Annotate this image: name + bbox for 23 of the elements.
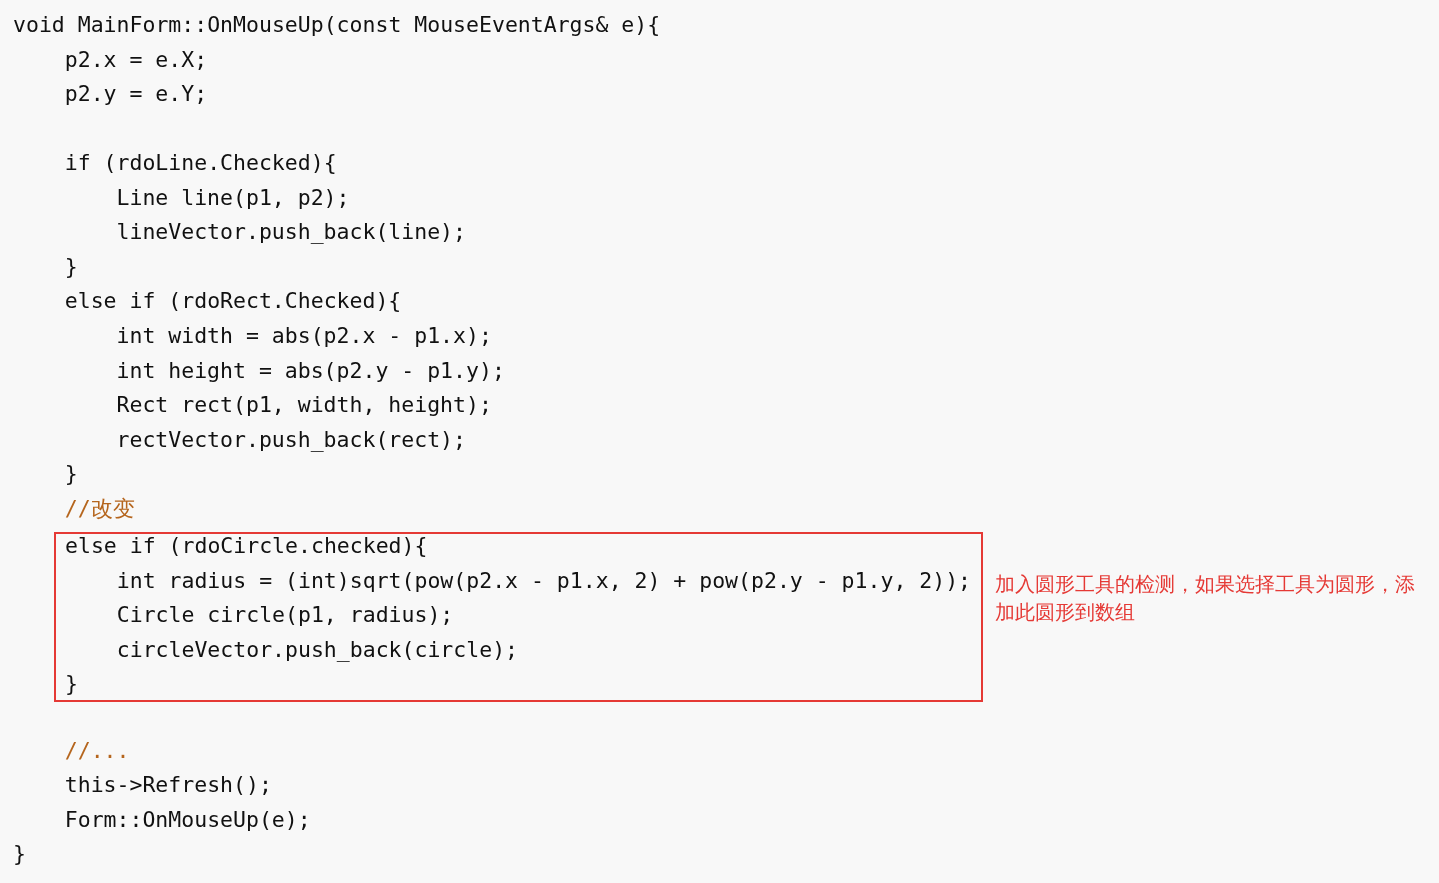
code-line: } <box>64 254 78 279</box>
code-line: p2.y = e.Y; <box>64 82 208 107</box>
code-line: void MainForm::OnMouseUp(const MouseEventArgs& e){ <box>13 13 661 37</box>
code-line: int height = abs(p2.y - p1.y); <box>116 358 505 383</box>
code-line: p2.x = e.X; <box>64 47 208 72</box>
code-line: circleVector.push_back(circle); <box>116 637 519 662</box>
code-line: else if (rdoCircle.checked){ <box>65 534 428 558</box>
code-comment: //... <box>64 738 130 763</box>
code-line: Rect rect(p1, width, height); <box>116 393 492 418</box>
code-line: } <box>65 672 78 697</box>
code-line: Line line(p1, p2); <box>116 185 350 210</box>
code-line: Form::OnMouseUp(e); <box>64 807 311 832</box>
annotation-note: 加入圆形工具的检测，如果选择工具为圆形，添加此圆形到数组 <box>995 571 1416 626</box>
code-line: } <box>13 842 26 867</box>
code-line: this->Refresh(); <box>64 773 272 798</box>
code-line: int radius = (int)sqrt(pow(p2.x - p1.x, 2) + pow(p2.y - p1.y, 2)); <box>116 568 972 593</box>
code-line: rectVector.push_back(rect); <box>116 427 466 452</box>
code-line: } <box>64 462 78 487</box>
code-line: Circle circle(p1, radius); <box>116 603 454 628</box>
code-line: else if (rdoRect.Checked){ <box>64 289 402 314</box>
code-line: int width = abs(p2.x - p1.x); <box>116 323 492 348</box>
code-line: if (rdoLine.Checked){ <box>64 151 337 176</box>
code-line: lineVector.push_back(line); <box>116 220 466 245</box>
